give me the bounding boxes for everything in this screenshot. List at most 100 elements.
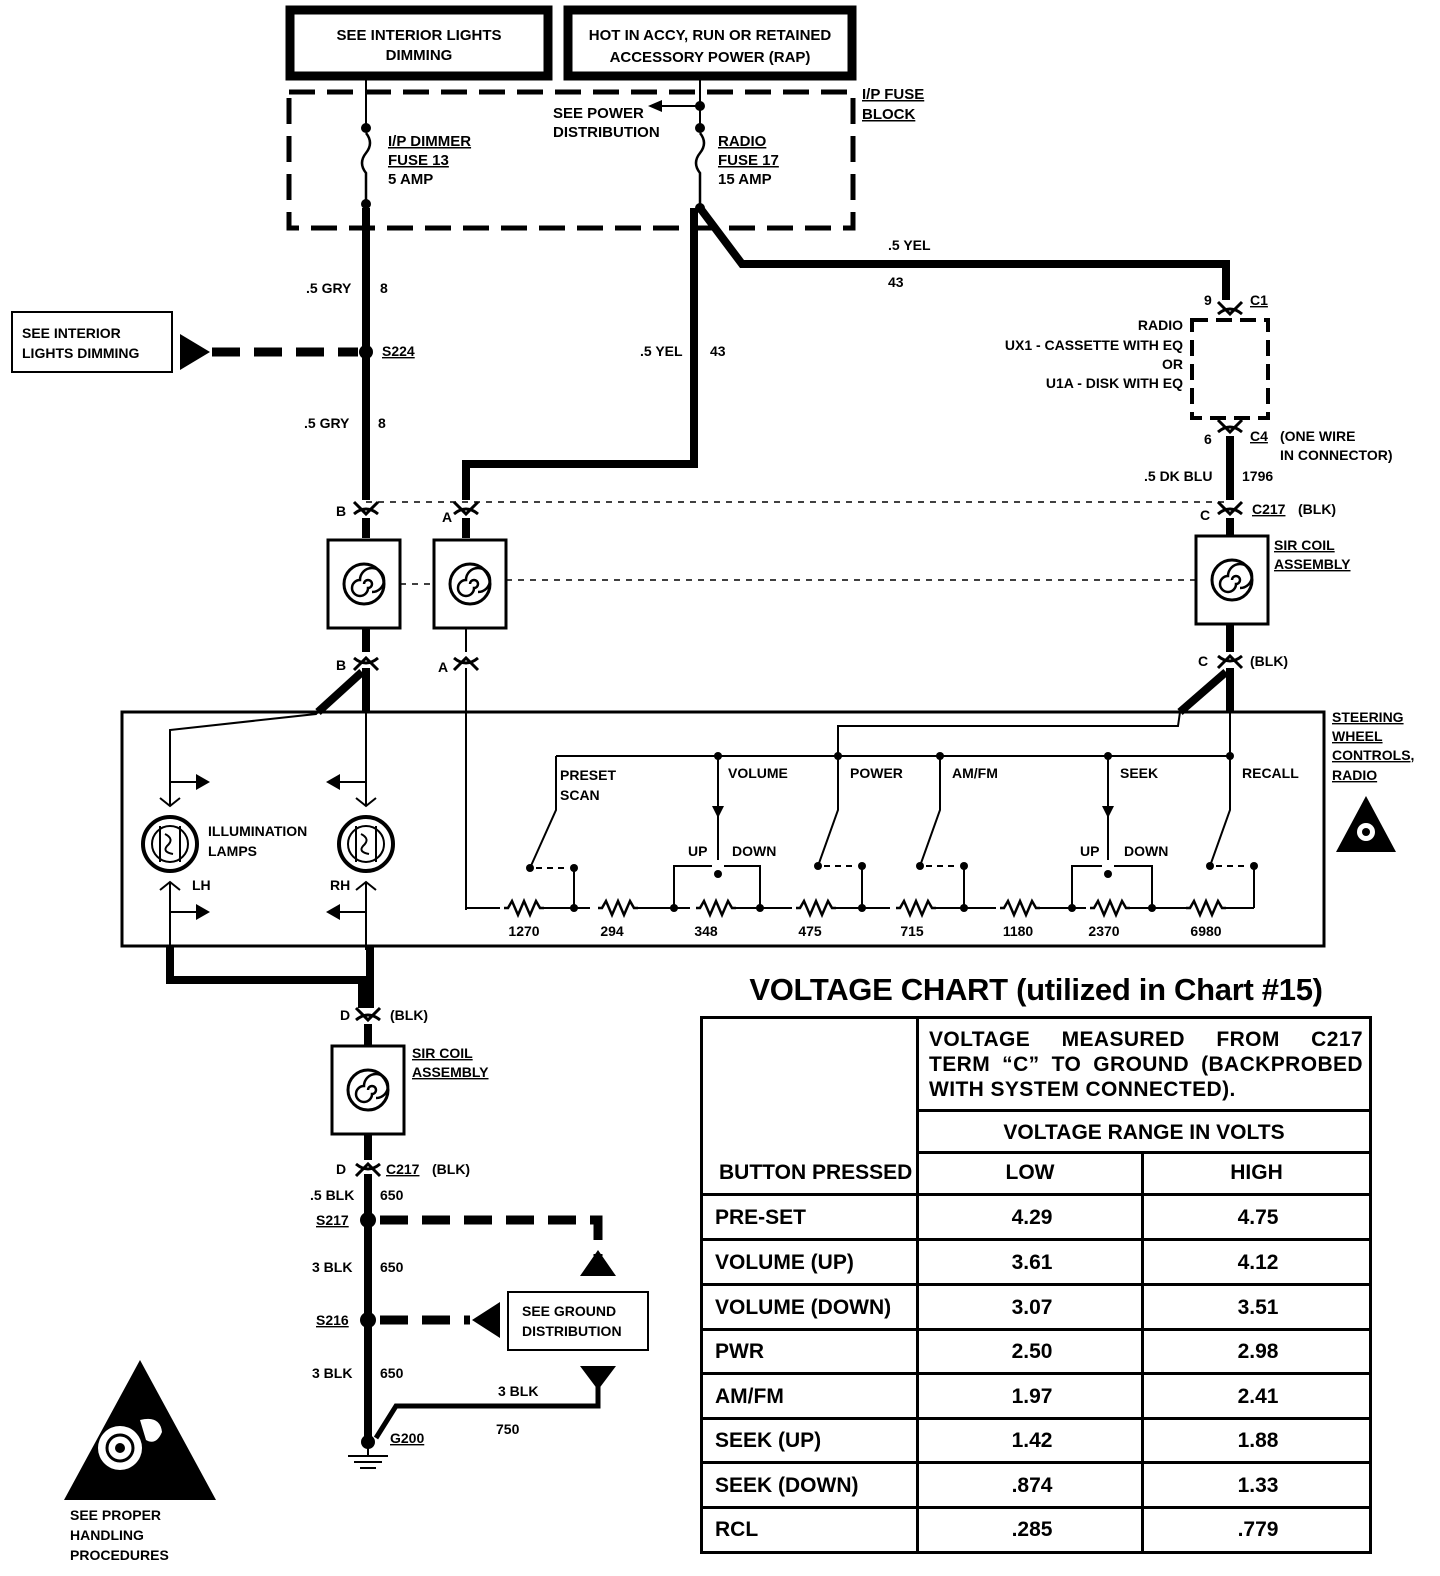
svg-text:S224: S224	[382, 343, 415, 359]
switch-amfm	[916, 756, 968, 908]
svg-text:(BLK): (BLK)	[390, 1007, 428, 1023]
sir-coil-a	[432, 538, 508, 630]
svg-text:C217: C217	[1252, 501, 1286, 517]
resistor-value: 2370	[1088, 923, 1119, 939]
svg-text:A: A	[442, 509, 452, 525]
svg-text:(ONE WIRE: (ONE WIRE	[1280, 428, 1355, 444]
svg-text:DISTRIBUTION: DISTRIBUTION	[522, 1323, 622, 1339]
illumination-lamp-rh	[326, 712, 395, 950]
svg-text:LAMPS: LAMPS	[208, 843, 257, 859]
svg-text:IN CONNECTOR): IN CONNECTOR)	[1280, 447, 1393, 463]
switch-volume: UP DOWN	[673, 756, 776, 908]
svg-text:S216: S216	[316, 1312, 349, 1328]
power-distribution-ref: SEE POWER	[553, 105, 644, 122]
svg-text:WHEEL: WHEEL	[1332, 728, 1383, 744]
svg-text:.5 GRY: .5 GRY	[306, 280, 352, 296]
switch-seek-label: SEEK	[1120, 765, 1158, 781]
svg-text:C: C	[1200, 507, 1210, 523]
sir-coil-d	[330, 1044, 406, 1136]
switch-recall-label: RECALL	[1242, 765, 1299, 781]
svg-text:C217: C217	[386, 1161, 420, 1177]
ground-distribution-ref: SEE GROUND DISTRIBUTION	[507, 1291, 649, 1351]
splice-s217	[360, 1212, 376, 1228]
sir-coil-b	[326, 538, 402, 630]
c217-pin-c	[1216, 500, 1244, 516]
svg-text:6: 6	[1204, 431, 1212, 447]
interior-lights-dimming-header: SEE INTERIOR LIGHTS DIMMING	[285, 5, 553, 81]
handling-label: SEE PROPER	[70, 1507, 161, 1523]
wire-yel-43	[462, 208, 698, 500]
resistor-value: 294	[600, 923, 624, 939]
voltage-chart-title: VOLTAGE CHART (utilized in Chart #15)	[749, 972, 1323, 1007]
fuse-block-title-2: BLOCK	[862, 106, 915, 123]
svg-text:S217: S217	[316, 1212, 349, 1228]
svg-text:RADIO: RADIO	[1138, 317, 1183, 333]
sir-coil-label-upper: SIR COIL	[1274, 537, 1335, 553]
svg-text:43: 43	[710, 343, 726, 359]
row-high: 3.51	[1237, 1296, 1279, 1319]
row-low: 3.07	[1011, 1296, 1053, 1319]
svg-text:5 AMP: 5 AMP	[388, 171, 433, 188]
row-low: 3.61	[1011, 1251, 1053, 1274]
svg-text:UP: UP	[688, 843, 707, 859]
voltage-chart-table: VOLTAGE MEASURED FROM C217 TERM “C” TO G…	[700, 1016, 1372, 1554]
switch-preset	[526, 756, 578, 908]
sir-coil-c	[1194, 534, 1270, 626]
fuse-13: I/P DIMMER FUSE 13 5 AMP	[360, 78, 471, 209]
resistor-value: 715	[900, 923, 924, 939]
row-button: AM/FM	[715, 1385, 784, 1408]
svg-text:SEE INTERIOR: SEE INTERIOR	[22, 325, 121, 341]
svg-text:.5 DK BLU: .5 DK BLU	[1144, 468, 1212, 484]
svg-text:15 AMP: 15 AMP	[718, 171, 772, 188]
row-low: 4.29	[1011, 1206, 1053, 1229]
svg-text:DOWN: DOWN	[732, 843, 776, 859]
switch-recall	[1206, 756, 1258, 908]
svg-text:3 BLK: 3 BLK	[498, 1383, 538, 1399]
switch-power	[814, 756, 866, 908]
row-button: RCL	[715, 1518, 759, 1541]
svg-text:43: 43	[888, 274, 904, 290]
svg-text:8: 8	[380, 280, 388, 296]
svg-text:DOWN: DOWN	[1124, 843, 1168, 859]
svg-text:RADIO: RADIO	[718, 133, 767, 150]
c217-pin-b	[352, 500, 380, 516]
svg-text:HOT IN ACCY, RUN OR RETAINED: HOT IN ACCY, RUN OR RETAINED	[589, 27, 832, 44]
radio-unit: 9 C1 RADIO UX1 - CASSETTE WITH EQ OR U1A…	[1005, 292, 1393, 463]
row-button: SEEK (UP)	[715, 1429, 822, 1452]
row-button: VOLUME (DOWN)	[715, 1296, 892, 1319]
svg-text:UX1 - CASSETTE WITH EQ: UX1 - CASSETTE WITH EQ	[1005, 337, 1183, 353]
fuse-block-title: I/P FUSE	[862, 86, 924, 103]
row-high: 1.88	[1237, 1429, 1279, 1452]
row-low: 1.42	[1011, 1429, 1053, 1452]
svg-text:SEE INTERIOR LIGHTS: SEE INTERIOR LIGHTS	[336, 27, 501, 44]
svg-text:SCAN: SCAN	[560, 787, 600, 803]
svg-text:.5 GRY: .5 GRY	[304, 415, 350, 431]
esd-handling-icon	[64, 1360, 216, 1500]
row-low: 2.50	[1011, 1340, 1053, 1363]
splice-s216	[360, 1312, 376, 1328]
illumination-lamps-label: ILLUMINATION	[208, 823, 307, 839]
svg-text:C1: C1	[1250, 292, 1268, 308]
row-high: 1.33	[1237, 1474, 1279, 1497]
esd-warning-icon	[1336, 796, 1396, 852]
row-low: .285	[1011, 1518, 1053, 1541]
svg-text:(BLK): (BLK)	[1298, 501, 1336, 517]
svg-text:750: 750	[496, 1421, 520, 1437]
svg-text:1796: 1796	[1242, 468, 1273, 484]
switch-amfm-label: AM/FM	[952, 765, 998, 781]
row-high: 4.12	[1237, 1251, 1279, 1274]
svg-text:.5 YEL: .5 YEL	[888, 237, 931, 253]
svg-text:3 BLK: 3 BLK	[312, 1365, 352, 1381]
fuse-block-outline	[286, 89, 856, 231]
svg-text:.5 BLK: .5 BLK	[310, 1187, 354, 1203]
col-high: HIGH	[1230, 1161, 1283, 1184]
svg-text:3 BLK: 3 BLK	[312, 1259, 352, 1275]
steering-wheel-controls-title: STEERING	[1332, 709, 1404, 725]
svg-text:CONTROLS,: CONTROLS,	[1332, 747, 1414, 763]
c217-pin-d-upper	[354, 1006, 382, 1022]
svg-text:U1A - DISK WITH EQ: U1A - DISK WITH EQ	[1046, 375, 1183, 391]
svg-text:PROCEDURES: PROCEDURES	[70, 1547, 169, 1563]
sir-coil-label-lower: SIR COIL	[412, 1045, 473, 1061]
svg-text:LIGHTS DIMMING: LIGHTS DIMMING	[22, 345, 140, 361]
col-low: LOW	[1005, 1161, 1055, 1184]
